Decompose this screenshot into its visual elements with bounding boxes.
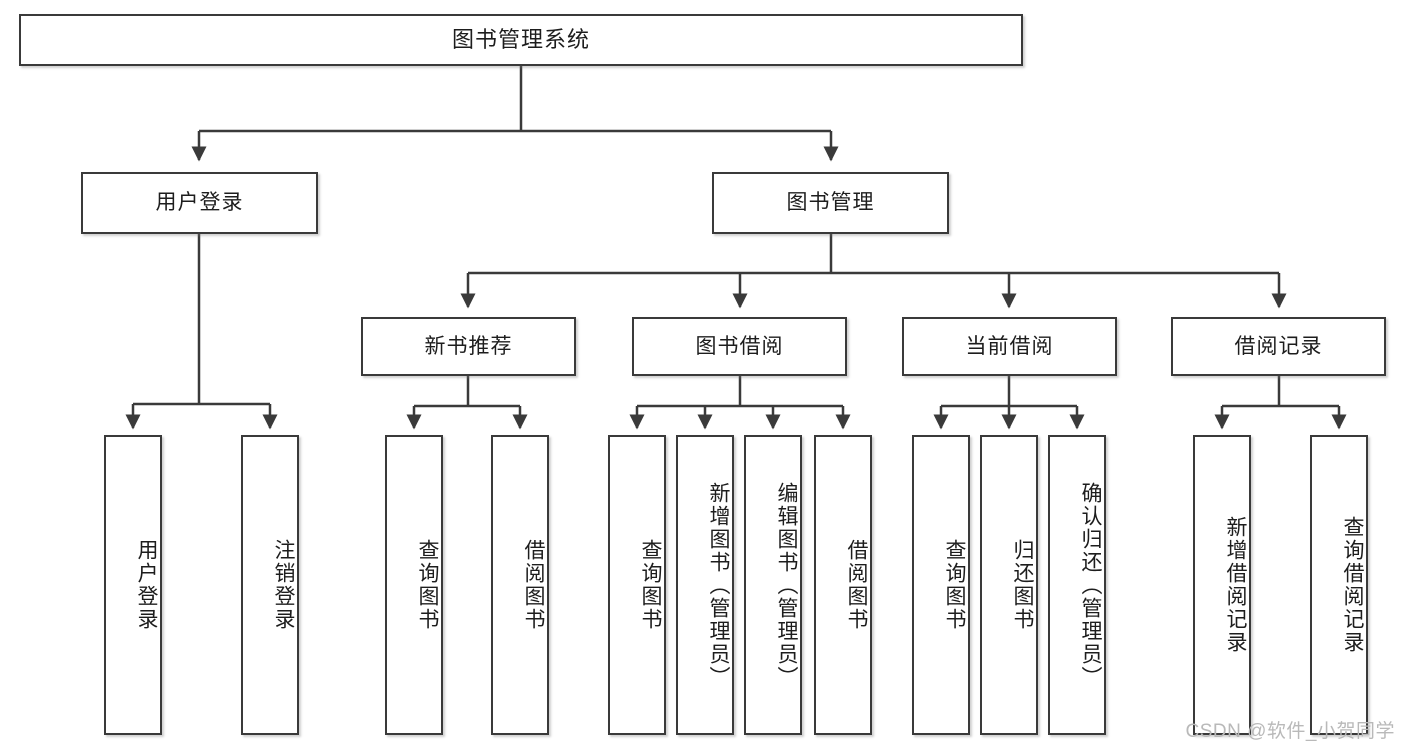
node-user-login-label: 用户登录 [155, 191, 244, 215]
leaf-query-book-3-label: 查询图书 [943, 539, 966, 631]
node-new-book-recommend-label: 新书推荐 [424, 334, 513, 358]
leaf-borrow-book-1-label: 借阅图书 [522, 539, 545, 631]
leaf-confirm-return[interactable]: 确认归还（管理员） [1048, 435, 1106, 735]
leaf-user-login[interactable]: 用户登录 [104, 435, 162, 735]
node-root[interactable]: 图书管理系统 [19, 14, 1023, 66]
node-root-label: 图书管理系统 [451, 26, 590, 52]
leaf-borrow-book-2-label: 借阅图书 [845, 539, 868, 631]
leaf-query-book-2-label: 查询图书 [639, 539, 662, 631]
node-borrow-record[interactable]: 借阅记录 [1171, 317, 1386, 376]
node-book-borrow[interactable]: 图书借阅 [632, 317, 847, 376]
leaf-user-login-label: 用户登录 [135, 539, 158, 631]
node-borrow-record-label: 借阅记录 [1234, 334, 1323, 358]
node-book-manage-label: 图书管理 [786, 191, 875, 215]
leaf-return-book[interactable]: 归还图书 [980, 435, 1038, 735]
node-current-borrow[interactable]: 当前借阅 [902, 317, 1117, 376]
leaf-edit-book[interactable]: 编辑图书（管理员） [744, 435, 802, 735]
leaf-logout-label: 注销登录 [272, 539, 295, 631]
leaf-borrow-book-1[interactable]: 借阅图书 [491, 435, 549, 735]
leaf-return-book-label: 归还图书 [1011, 539, 1034, 631]
leaf-confirm-return-label: 确认归还（管理员） [1079, 481, 1102, 689]
leaf-borrow-book-2[interactable]: 借阅图书 [814, 435, 872, 735]
leaf-add-record[interactable]: 新增借阅记录 [1193, 435, 1251, 735]
leaf-add-record-label: 新增借阅记录 [1224, 516, 1247, 654]
node-book-manage[interactable]: 图书管理 [712, 172, 949, 234]
leaf-add-book-label: 新增图书（管理员） [707, 481, 730, 689]
leaf-query-record-label: 查询借阅记录 [1341, 516, 1364, 654]
node-book-borrow-label: 图书借阅 [695, 334, 784, 358]
node-user-login[interactable]: 用户登录 [81, 172, 318, 234]
leaf-add-book[interactable]: 新增图书（管理员） [676, 435, 734, 735]
leaf-query-book-2[interactable]: 查询图书 [608, 435, 666, 735]
node-current-borrow-label: 当前借阅 [965, 334, 1054, 358]
leaf-query-record[interactable]: 查询借阅记录 [1310, 435, 1368, 735]
leaf-logout[interactable]: 注销登录 [241, 435, 299, 735]
leaf-query-book-3[interactable]: 查询图书 [912, 435, 970, 735]
leaf-query-book-1[interactable]: 查询图书 [385, 435, 443, 735]
watermark-text: CSDN @软件_小贺同学 [1185, 721, 1395, 742]
node-new-book-recommend[interactable]: 新书推荐 [361, 317, 576, 376]
leaf-edit-book-label: 编辑图书（管理员） [775, 481, 798, 689]
leaf-query-book-1-label: 查询图书 [416, 539, 439, 631]
